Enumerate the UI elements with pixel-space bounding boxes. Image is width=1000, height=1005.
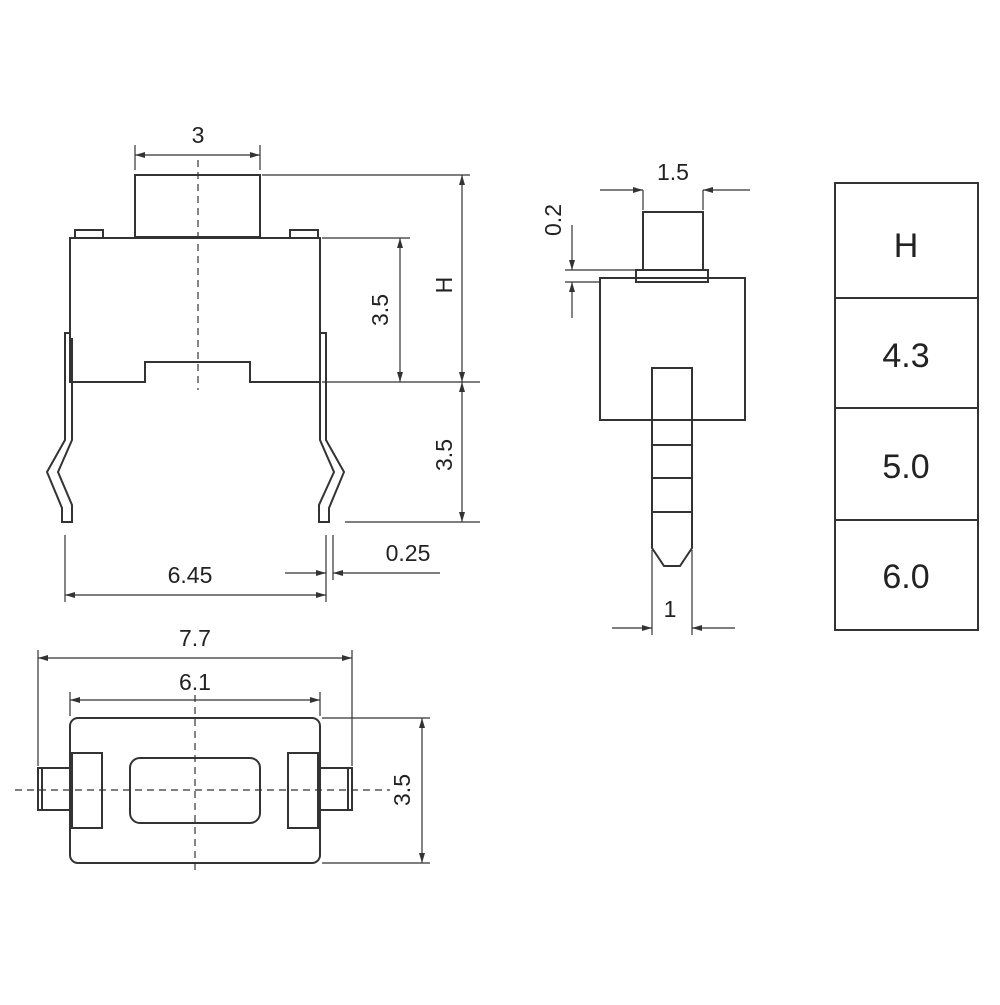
dim-body-width: 6.1 — [179, 669, 211, 695]
dim-lead-width: 1 — [664, 596, 677, 622]
front-tab-left — [74, 229, 104, 239]
dim-lead-length: 3.5 — [431, 439, 457, 471]
front-lead-left — [45, 332, 73, 523]
dim-plunger-depth: 1.5 — [657, 159, 689, 185]
dim-body-depth: 3.5 — [389, 774, 415, 806]
height-table: H 4.3 5.0 6.0 — [834, 182, 979, 631]
dim-lead-span: 6.45 — [168, 562, 213, 588]
front-lead-right — [318, 332, 346, 523]
height-table-cell: 4.3 — [882, 337, 929, 375]
front-view: 3 3.5 H 3.5 6.45 0.25 — [45, 122, 480, 602]
dim-overall-width: 7.7 — [179, 625, 211, 651]
side-view: 1.5 0.2 1 — [540, 159, 750, 635]
top-view: 7.7 6.1 3.5 — [15, 625, 430, 875]
front-body — [69, 237, 321, 383]
dim-body-height: 3.5 — [367, 294, 393, 326]
height-table-frame — [834, 182, 979, 631]
height-table-header: H — [894, 227, 919, 265]
dim-lead-thickness: 0.25 — [386, 540, 431, 566]
side-body — [599, 277, 746, 421]
front-tab-right — [289, 229, 319, 239]
dim-plunger-step: 0.2 — [540, 204, 566, 236]
top-terminal-right — [319, 767, 353, 811]
dim-height: H — [431, 277, 457, 294]
top-terminal-left — [37, 767, 71, 811]
dim-plunger-width: 3 — [192, 122, 205, 148]
side-lead — [651, 367, 693, 567]
side-plunger — [642, 211, 704, 271]
side-plunger-collar — [635, 269, 709, 283]
height-table-cell: 5.0 — [882, 448, 929, 486]
height-table-cell: 6.0 — [882, 558, 929, 596]
